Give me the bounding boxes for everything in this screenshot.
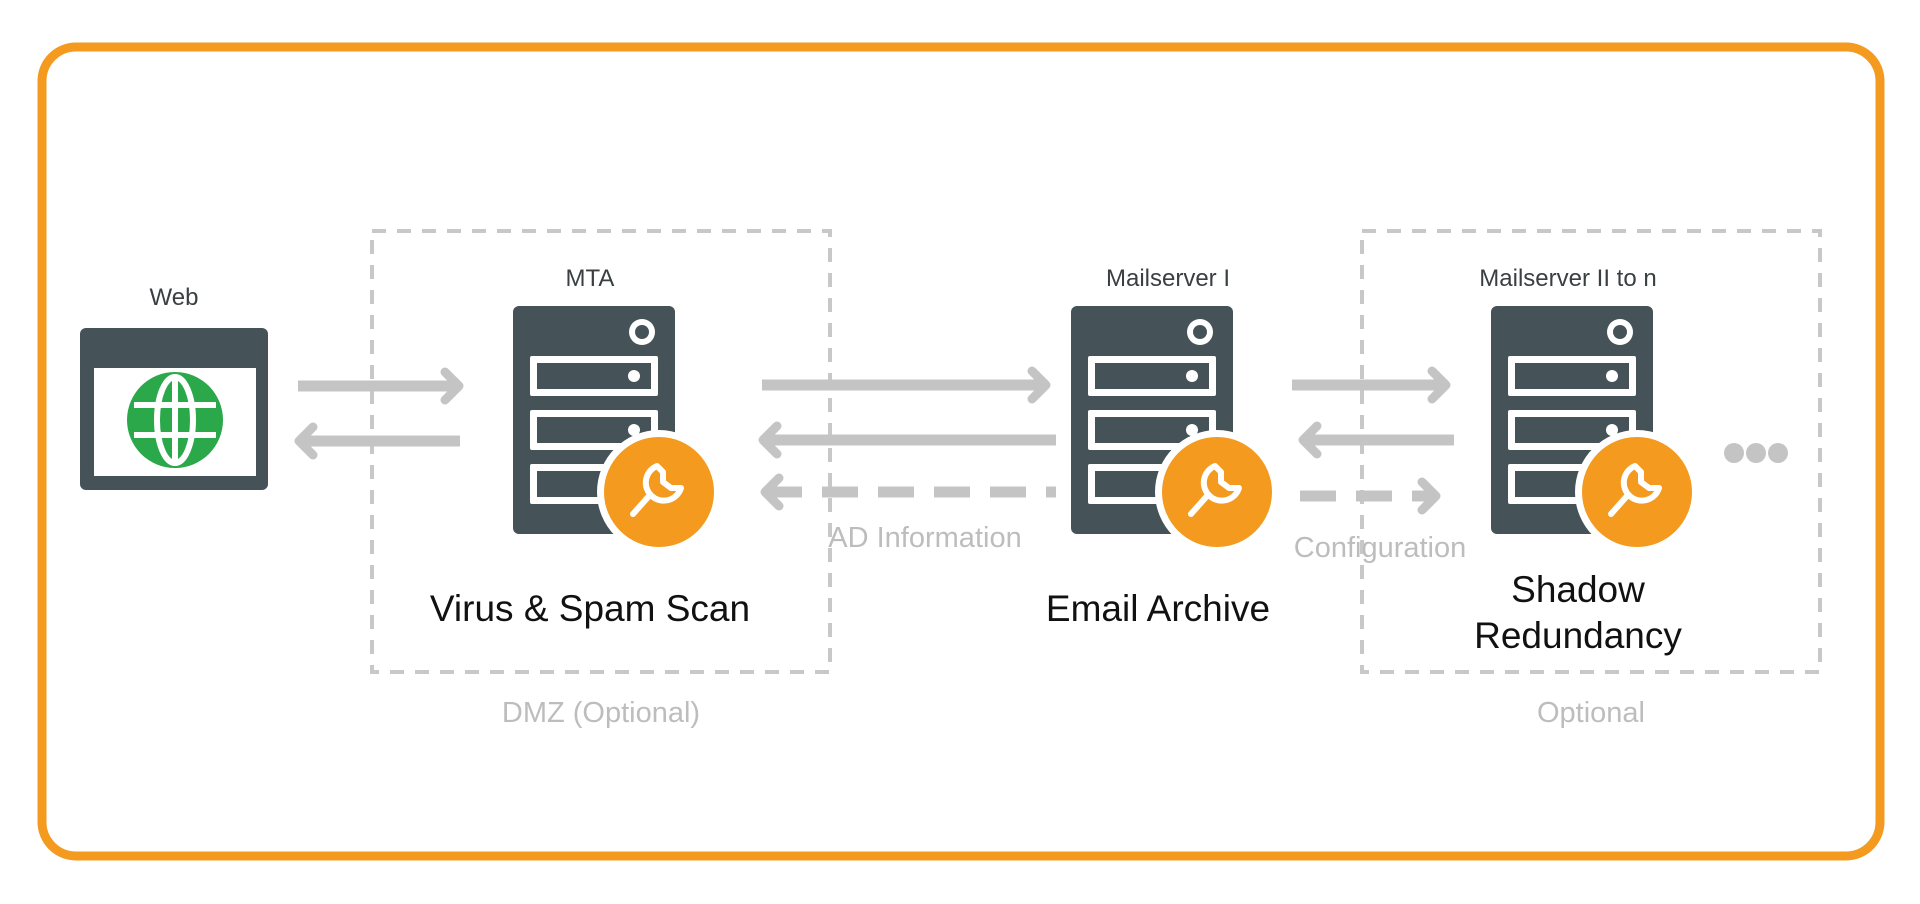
mailserver1-node: Mailserver I Email Archive <box>1046 265 1279 629</box>
mailserver2-title-line1: Shadow <box>1511 569 1645 610</box>
mailserver2-label: Mailserver II to n <box>1479 265 1656 292</box>
optional-zone <box>1360 229 1822 674</box>
wrench-icon <box>597 430 721 554</box>
mta-node: MTA Virus & Spam Scan <box>430 265 750 629</box>
dmz-zone <box>370 229 832 674</box>
ad-information-label: AD Information <box>828 522 1021 554</box>
mailserver2-node: Mailserver II to n Shadow Redundancy <box>1474 265 1788 656</box>
mta-mailserver-arrows: AD Information <box>762 371 1056 554</box>
dmz-caption: DMZ (Optional) <box>502 697 700 729</box>
wrench-icon <box>1575 430 1699 554</box>
mta-title: Virus & Spam Scan <box>430 588 750 629</box>
mailserver-replication-arrows: Configuration <box>1292 371 1466 564</box>
optional-caption: Optional <box>1537 697 1645 729</box>
mailserver1-label: Mailserver I <box>1106 265 1230 292</box>
wrench-icon <box>1155 430 1279 554</box>
web-mta-arrows <box>298 372 460 455</box>
globe-browser-icon <box>80 328 268 490</box>
ellipsis-icon <box>1724 443 1788 463</box>
configuration-label: Configuration <box>1294 532 1467 564</box>
web-label: Web <box>150 284 199 311</box>
mta-label: MTA <box>566 265 615 292</box>
mailserver1-title: Email Archive <box>1046 588 1270 629</box>
outer-frame <box>37 42 1885 861</box>
web-node: Web <box>80 284 268 490</box>
mailserver2-title-line2: Redundancy <box>1474 615 1682 656</box>
